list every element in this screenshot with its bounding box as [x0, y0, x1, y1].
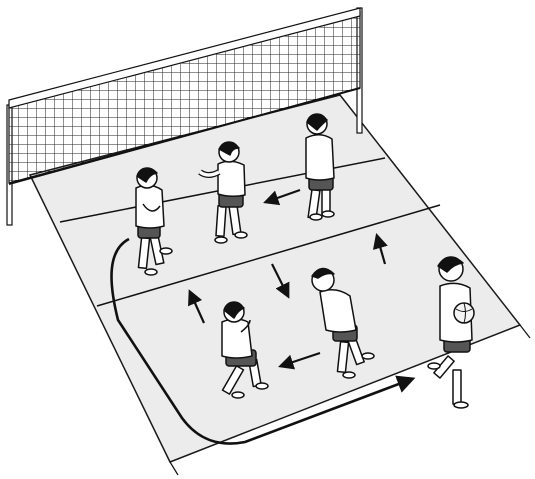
- court-edge-left-ext: [170, 462, 178, 475]
- volleyball: [454, 303, 474, 323]
- court-edge-right-ext: [520, 325, 530, 338]
